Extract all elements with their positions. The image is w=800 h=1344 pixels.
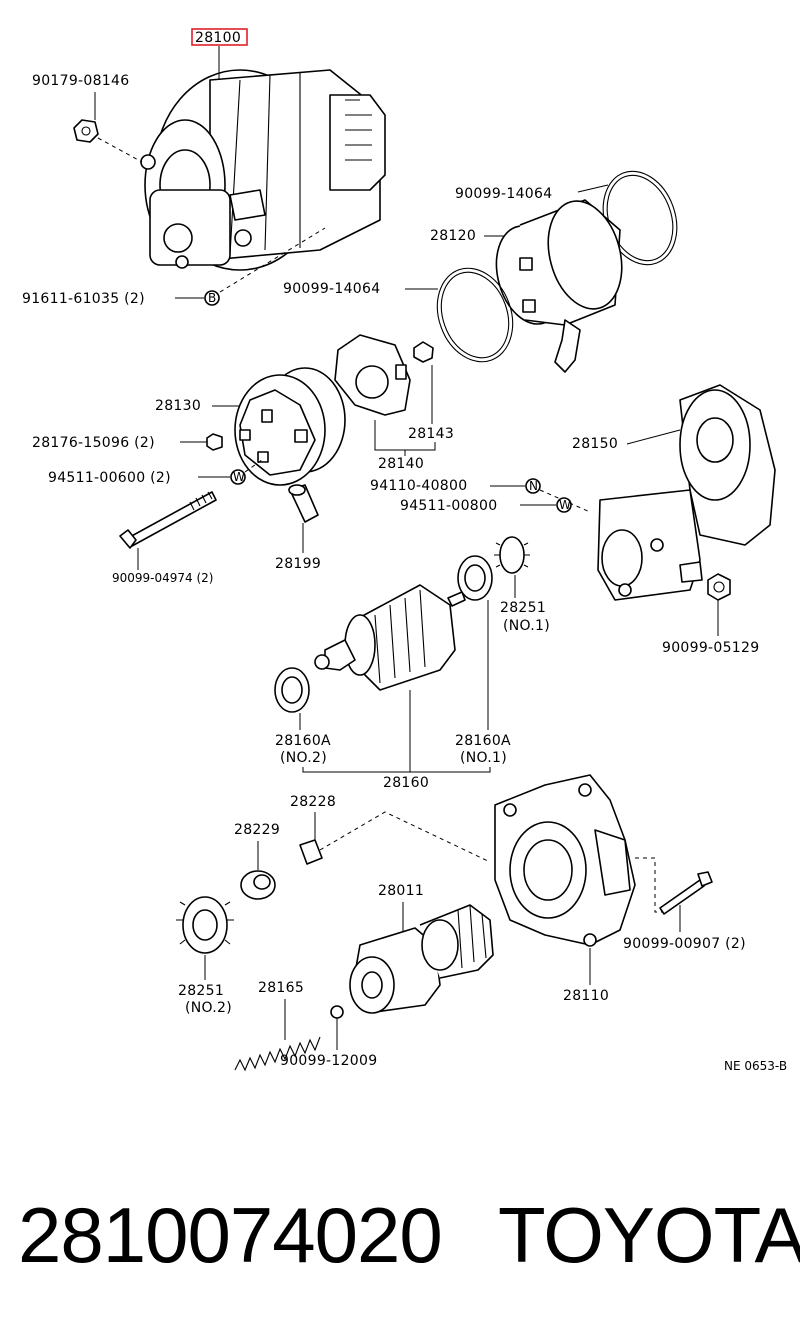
marker-w-icon-2	[556, 497, 572, 513]
label-28251-no1-note: (NO.1)	[503, 618, 550, 634]
label-28011: 28011	[378, 883, 424, 899]
label-90099-05129: 90099-05129	[662, 640, 759, 656]
retainer-28229	[240, 870, 276, 900]
housing-28110	[494, 774, 636, 947]
label-90179-08146: 90179-08146	[32, 73, 129, 89]
label-28199: 28199	[275, 556, 321, 572]
label-28160A-no2: 28160A	[275, 733, 331, 749]
armature-28160	[314, 584, 466, 691]
marker-b-label: B	[208, 291, 216, 305]
label-28110: 28110	[563, 988, 609, 1004]
bearing-28160A-no2	[274, 667, 310, 713]
label-28160A-no1: 28160A	[455, 733, 511, 749]
marker-w-label-2: W	[559, 498, 571, 512]
clutch-28011	[349, 904, 494, 1014]
footer-brand: TOYOTA	[498, 1191, 800, 1279]
label-28140: 28140	[378, 456, 424, 472]
label-28143: 28143	[408, 426, 454, 442]
label-90099-04974: 90099-04974 (2)	[112, 571, 214, 585]
label-28160A-no2-note: (NO.2)	[280, 750, 327, 766]
ball-90099-12009	[330, 1005, 344, 1019]
footer-part-number: 2810074020	[18, 1191, 443, 1279]
yoke-28120	[495, 199, 623, 373]
spring-28165	[234, 1036, 321, 1072]
marker-n-label: N	[529, 479, 538, 493]
label-94511-00600: 94511-00600 (2)	[48, 470, 171, 486]
nut-28143	[413, 341, 434, 363]
starter-assembly-28100	[140, 69, 386, 271]
label-28251-no2: 28251	[178, 983, 224, 999]
o-ring-90099-14064-mid	[436, 267, 514, 363]
gear-28251-no1	[494, 536, 530, 574]
field-frame-28150	[597, 384, 776, 601]
label-28130: 28130	[155, 398, 201, 414]
label-28228: 28228	[290, 794, 336, 810]
label-28251-no2-note: (NO.2)	[185, 1000, 232, 1016]
label-28120: 28120	[430, 228, 476, 244]
label-90099-12009: 90099-12009	[280, 1053, 377, 1069]
label-28150: 28150	[572, 436, 618, 452]
marker-b-icon	[204, 290, 220, 306]
highlight-box-28100	[191, 28, 248, 46]
bearing-28160A-no1	[457, 555, 493, 601]
nut-90099-05129	[707, 573, 731, 601]
label-28176-15096: 28176-15096 (2)	[32, 435, 155, 451]
label-28160A-no1-note: (NO.1)	[460, 750, 507, 766]
screw-28176-15096	[206, 433, 223, 451]
gear-28251-no2	[176, 896, 234, 954]
marker-w-icon-1	[230, 469, 246, 485]
bolt-90099-00907	[659, 871, 713, 915]
through-bolt-90099-04974	[119, 491, 217, 549]
label-90099-00907: 90099-00907 (2)	[623, 936, 746, 952]
label-28100: 28100	[195, 30, 241, 46]
marker-w-label-1: W	[233, 470, 245, 484]
label-28229: 28229	[234, 822, 280, 838]
cap-28199	[288, 484, 319, 523]
end-frame-28130	[234, 367, 346, 486]
brush-plate-28140	[334, 334, 411, 416]
marker-n-icon	[525, 478, 541, 494]
label-28160: 28160	[383, 775, 429, 791]
label-28251-no1: 28251	[500, 600, 546, 616]
label-90099-14064-top: 90099-14064	[455, 186, 552, 202]
label-94511-00800: 94511-00800	[400, 498, 497, 514]
reference-code: NE 0653-B	[724, 1059, 787, 1073]
ball-28228	[299, 839, 323, 865]
nut-90179-08146	[73, 119, 99, 143]
label-91611-61035: 91611-61035 (2)	[22, 291, 145, 307]
label-28165: 28165	[258, 980, 304, 996]
label-90099-14064-mid: 90099-14064	[283, 281, 380, 297]
label-94110-40800: 94110-40800	[370, 478, 467, 494]
